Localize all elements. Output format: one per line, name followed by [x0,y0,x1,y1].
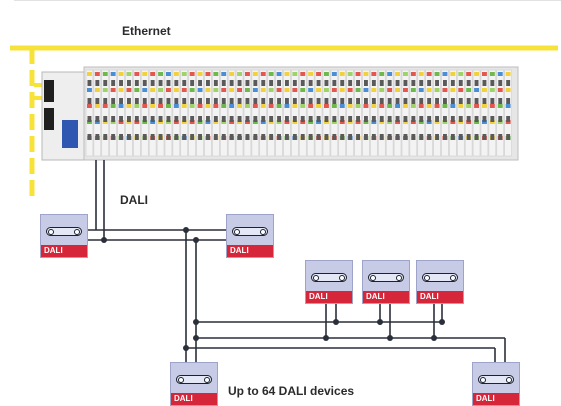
lamp-icon [478,375,514,384]
dali-device: DALI [226,214,274,258]
dali-device: DALI [170,362,218,406]
dali-device-label: DALI [473,393,519,405]
ethernet-label: Ethernet [122,24,171,38]
dali-device: DALI [416,260,464,304]
dali-device: DALI [472,362,520,406]
dali-bus-label: DALI [120,193,148,207]
lamp-icon [368,273,404,282]
dali-device: DALI [305,260,353,304]
dali-device: DALI [362,260,410,304]
top-divider [14,0,561,1]
dali-device-label: DALI [306,291,352,303]
dali-device: DALI [40,214,88,258]
devices-note: Up to 64 DALI devices [228,384,355,398]
terminal-controller [41,66,519,161]
dali-device-label: DALI [417,291,463,303]
dali-device-label: DALI [363,291,409,303]
dali-device-label: DALI [171,393,217,405]
lamp-icon [176,375,212,384]
lamp-icon [311,273,347,282]
bus-junctions [101,227,445,351]
lamp-icon [422,273,458,282]
lamp-icon [46,227,82,236]
dali-device-label: DALI [227,245,273,257]
lamp-icon [232,227,268,236]
dali-device-label: DALI [41,245,87,257]
